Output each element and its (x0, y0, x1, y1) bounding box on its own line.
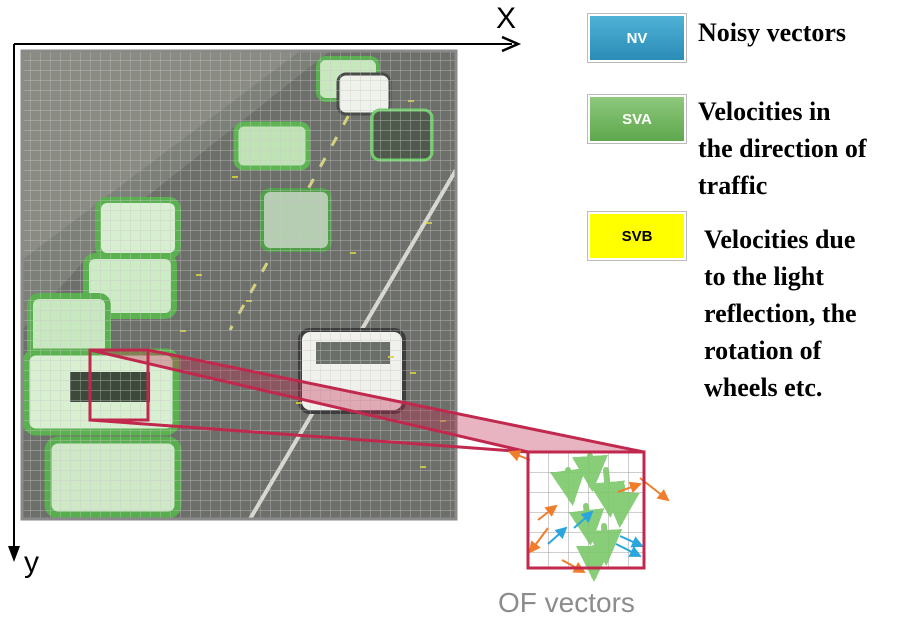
noisy-vector (537, 504, 558, 521)
traffic-scene (22, 51, 456, 519)
sva-inset-vectors (550, 453, 640, 582)
sva-vector (589, 467, 626, 518)
x-axis-arrow-icon (501, 35, 522, 53)
scene-border (20, 49, 458, 521)
legend-label-nv: Noisy vectors (698, 18, 847, 47)
y-axis-arrow-icon (8, 546, 20, 562)
noisy-vector (573, 510, 594, 529)
sva-vector (603, 483, 640, 528)
of-grid (22, 51, 456, 519)
legend-swatch-sva: SVA (588, 95, 686, 143)
zoom-callout (88, 348, 645, 454)
legend-label-sva: Velocities in the direction of traffic (698, 97, 867, 200)
zoom-source-box (88, 348, 150, 422)
sva-vector (568, 503, 605, 546)
noisy-vector (615, 543, 642, 557)
legend-label-svb: Velocities due to the light reflection, … (704, 225, 857, 402)
legend-swatch-nv: NV (588, 14, 686, 62)
zoom-connector-line (89, 418, 529, 454)
noisy-vector (619, 535, 644, 548)
noisy-vector (561, 559, 586, 573)
of-inset (508, 450, 670, 582)
axes (8, 35, 522, 562)
sva-vector (586, 523, 623, 566)
zoom-connector (90, 350, 644, 452)
x-axis-label: X (496, 2, 517, 35)
y-axis-label: y (24, 546, 39, 579)
inset-frame (526, 450, 646, 570)
zoom-connector-line (147, 348, 645, 454)
zoom-connector-line (89, 348, 529, 454)
legend-swatch-svb: SVB (588, 212, 686, 260)
noisy-vector (528, 527, 549, 554)
noisy-vector (547, 526, 568, 545)
of-vectors-caption: OF vectors (498, 587, 635, 618)
sva-vector (550, 467, 586, 506)
sva-vector (572, 453, 608, 492)
noisy-vector (617, 481, 642, 494)
